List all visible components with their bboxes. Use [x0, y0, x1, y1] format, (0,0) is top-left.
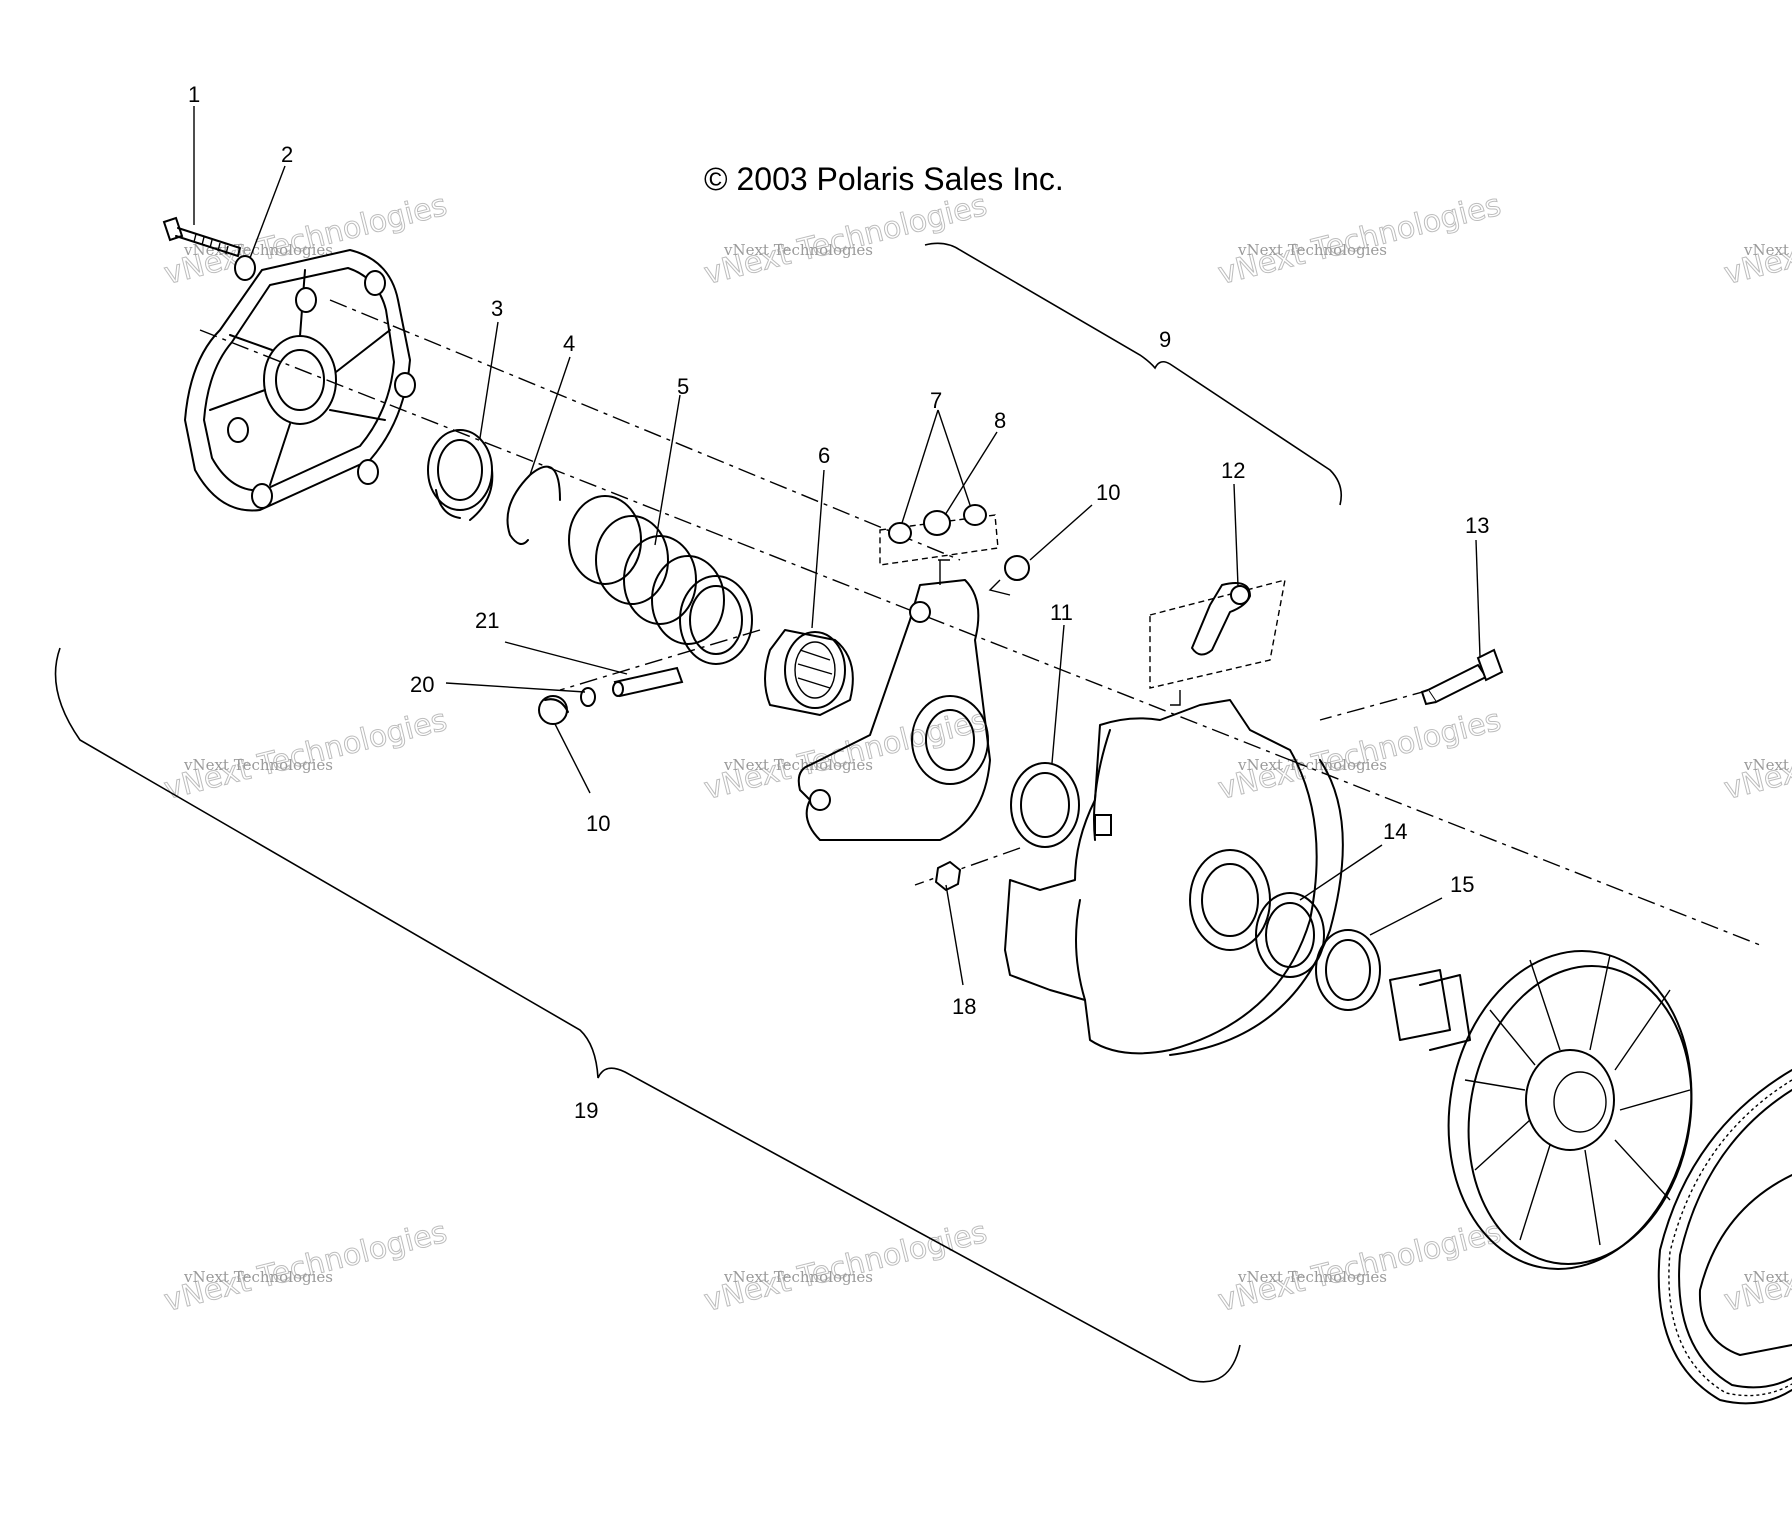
watermark-large: vNext Technologies [1721, 1215, 1792, 1319]
callout-10: 10 [586, 811, 610, 836]
watermark: vNext Technologies vNext Technologies [1720, 187, 1792, 292]
watermark-small: vNext Technologies [1237, 241, 1387, 259]
bushing-part [1255, 892, 1325, 978]
watermark: vNext Technologies vNext Technologies [1214, 187, 1505, 292]
bushing-part [1315, 929, 1381, 1011]
fixed-sheave-part [1389, 950, 1693, 1270]
spring-part [568, 495, 753, 665]
copyright-text: © 2003 Polaris Sales Inc. [704, 161, 1064, 197]
callout-6: 6 [818, 443, 830, 468]
bushing-part [427, 429, 494, 521]
callout-7: 7 [930, 388, 942, 413]
watermark-large: vNext Technologies [701, 703, 991, 807]
watermark-large: vNext Technologies [701, 1215, 991, 1319]
callout-2: 2 [281, 142, 293, 167]
watermark-small: vNext Technologies [183, 241, 333, 259]
watermark-small: vNext Technologies [1743, 241, 1792, 259]
center-axis [199, 299, 1761, 946]
callout-20: 20 [410, 672, 434, 697]
watermark-small: vNext Technologies [723, 1268, 873, 1286]
callout-14: 14 [1383, 819, 1407, 844]
watermark-large: vNext Technologies [1721, 188, 1792, 292]
watermark-small: vNext Technologies [1237, 1268, 1387, 1286]
watermark: vNext Technologies vNext Technologies [160, 702, 451, 807]
callout-3: 3 [491, 296, 503, 321]
callout-9: 9 [1159, 327, 1171, 352]
seal-part [1010, 762, 1080, 848]
brace-9 [924, 242, 1343, 506]
callout-8: 8 [994, 408, 1006, 433]
callout-15: 15 [1450, 872, 1474, 897]
watermark-small: vNext Technologies [183, 1268, 333, 1286]
watermark-large: vNext Technologies [1721, 703, 1792, 807]
watermark-large: vNext Technologies [161, 1215, 451, 1319]
watermark-large: vNext Technologies [701, 188, 991, 292]
brace-19 [54, 647, 1241, 1383]
watermark: vNext Technologies vNext Technologies [700, 187, 991, 292]
leader-lines [193, 106, 1481, 986]
callout-10: 10 [1096, 480, 1120, 505]
watermark-large: vNext Technologies [1215, 188, 1505, 292]
roller-leader-tick [988, 579, 1011, 596]
small-pin-part [612, 666, 684, 698]
callout-12: 12 [1221, 458, 1245, 483]
watermarks: vNext Technologies vNext Technologies vN… [160, 187, 1792, 1319]
cover-plate-part [184, 249, 416, 512]
watermark: vNext Technologies vNext Technologies [1720, 1214, 1792, 1319]
callout-5: 5 [677, 374, 689, 399]
watermark: vNext Technologies vNext Technologies [1214, 1214, 1505, 1319]
snap-ring-part [506, 465, 561, 545]
watermark-small: vNext Technologies [183, 756, 333, 774]
roller-part [1004, 555, 1030, 581]
bolt-part [162, 216, 241, 257]
washer-part [234, 255, 256, 281]
callout-18: 18 [952, 994, 976, 1019]
watermark: vNext Technologies vNext Technologies [700, 702, 991, 807]
watermark: vNext Technologies vNext Technologies [1720, 702, 1792, 807]
watermark-small: vNext Technologies [1743, 1268, 1792, 1286]
moveable-sheave-part [1004, 699, 1344, 1056]
watermark: vNext Technologies vNext Technologies [160, 1214, 451, 1319]
small-washer-part [580, 687, 596, 707]
callout-4: 4 [563, 331, 575, 356]
watermark-large: vNext Technologies [161, 703, 451, 807]
callout-21: 21 [475, 608, 499, 633]
callout-13: 13 [1465, 513, 1489, 538]
callout-11: 11 [1050, 600, 1073, 625]
watermark-large: vNext Technologies [1215, 703, 1505, 807]
ring-gear-part [1657, 1069, 1792, 1405]
roller-part [538, 695, 569, 725]
arm-bracket-part [797, 559, 991, 841]
watermark-small: vNext Technologies [723, 756, 873, 774]
washer-spacer-group [879, 504, 999, 566]
watermark-large: vNext Technologies [1215, 1215, 1505, 1319]
watermark-small: vNext Technologies [723, 241, 873, 259]
watermark-small: vNext Technologies [1743, 756, 1792, 774]
watermark: vNext Technologies vNext Technologies [700, 1214, 991, 1319]
watermark: vNext Technologies vNext Technologies [1214, 702, 1505, 807]
callout-19: 19 [574, 1098, 598, 1123]
watermark-small: vNext Technologies [1237, 756, 1387, 774]
callout-1: 1 [188, 82, 200, 107]
nut-part [934, 860, 962, 892]
cam-part [764, 629, 854, 716]
long-pin-part [1420, 648, 1504, 706]
callout-labels: 1 2 3 4 5 6 7 8 9 10 10 11 12 13 14 15 1… [188, 82, 1489, 1123]
weight-part [1149, 579, 1286, 706]
